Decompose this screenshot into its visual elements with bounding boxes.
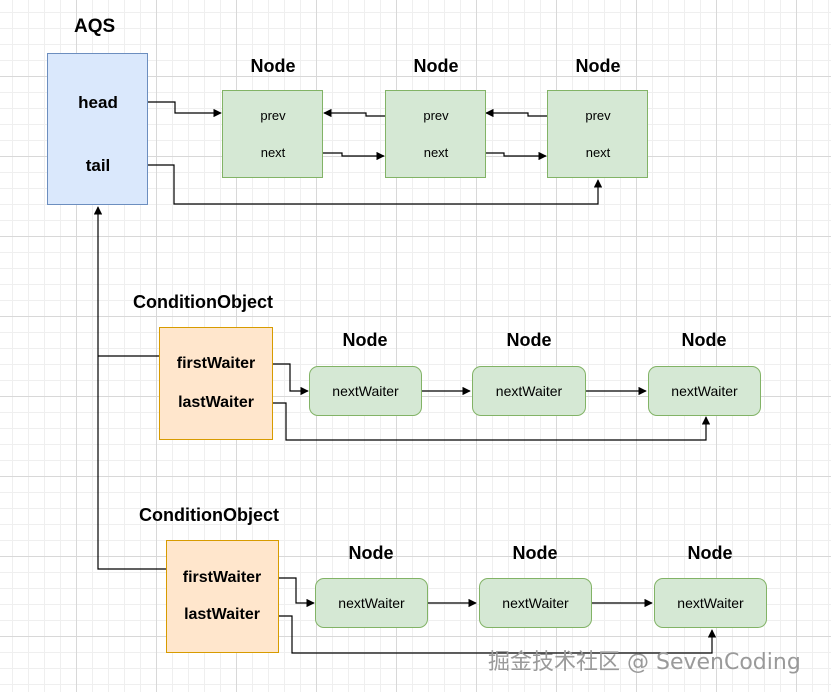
condition-1-node-3-title: Node — [681, 330, 727, 350]
sync-node-2-title: Node — [413, 56, 459, 76]
sync-node-1-title: Node — [250, 56, 296, 76]
condition-2-node-1-label: nextWaiter — [338, 595, 405, 611]
condition-2-title: ConditionObject — [139, 505, 279, 525]
condition-1-node-1: nextWaiter — [309, 366, 422, 416]
head-arrow — [128, 101, 222, 118]
sync-node-3 — [547, 90, 648, 178]
condition-1-node-1-label: nextWaiter — [332, 383, 399, 399]
condition-1-title: ConditionObject — [133, 292, 273, 312]
sync-node-3-prev: prev — [585, 108, 611, 123]
condition-2-node-3: nextWaiter — [654, 578, 767, 628]
condition-2-node-3-label: nextWaiter — [677, 595, 744, 611]
aqs-head-label: head — [78, 93, 118, 112]
c2-first-arrow — [271, 577, 315, 608]
condition-1-node-1-title: Node — [342, 330, 388, 350]
aqs-box — [47, 53, 148, 205]
condition-2-node-1: nextWaiter — [315, 578, 428, 628]
condition-1-first-waiter: firstWaiter — [176, 355, 256, 372]
sync-node-2 — [385, 90, 486, 178]
condition-2-last-waiter: lastWaiter — [184, 606, 260, 623]
c1-last-arrow — [263, 402, 711, 441]
condition-1-node-2-title: Node — [506, 330, 552, 350]
sync-node-3-next: next — [585, 145, 611, 160]
c1-first-arrow — [265, 363, 309, 396]
c2-last-arrow — [269, 615, 717, 654]
watermark: 掘金技术社区 @ SevenCoding — [488, 650, 801, 675]
condition-1-node-3: nextWaiter — [648, 366, 761, 416]
condition-1-box — [159, 327, 273, 440]
condition-2-node-2-label: nextWaiter — [502, 595, 569, 611]
tail-arrow — [124, 164, 603, 205]
condition-2-node-2-title: Node — [512, 543, 558, 563]
sync-node-1 — [222, 90, 323, 178]
aqs-tail-label: tail — [85, 156, 111, 175]
sync-node-2-next: next — [423, 145, 449, 160]
condition-1-node-2: nextWaiter — [472, 366, 586, 416]
sync-node-1-next: next — [260, 145, 286, 160]
condition-2-node-3-title: Node — [687, 543, 733, 563]
condition-2-first-waiter: firstWaiter — [182, 569, 262, 586]
sync-node-2-prev: prev — [423, 108, 449, 123]
condition-2-node-2: nextWaiter — [479, 578, 592, 628]
condition-1-node-2-label: nextWaiter — [495, 383, 563, 399]
condition-2-node-1-title: Node — [348, 543, 394, 563]
aqs-title: AQS — [74, 16, 116, 37]
sync-node-3-title: Node — [575, 56, 621, 76]
condition-2-box — [166, 540, 279, 653]
condition2-owner-line — [93, 206, 166, 570]
condition-1-node-3-label: nextWaiter — [671, 383, 738, 399]
condition-1-last-waiter: lastWaiter — [178, 394, 254, 411]
sync-node-1-prev: prev — [260, 108, 286, 123]
